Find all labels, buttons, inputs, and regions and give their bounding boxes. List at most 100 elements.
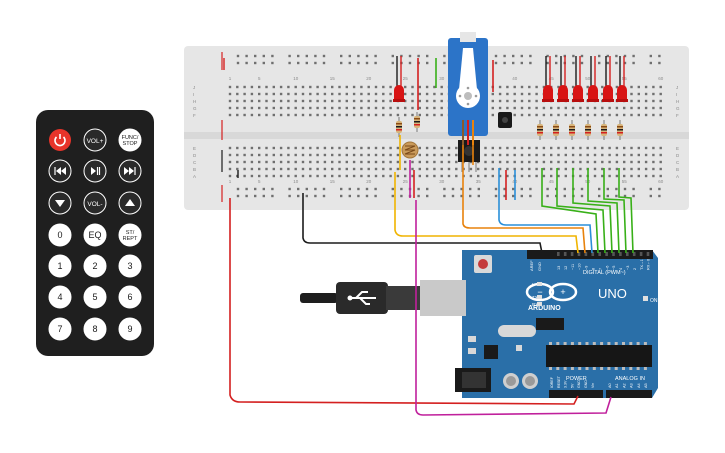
- breadboard-hole[interactable]: [542, 106, 546, 110]
- breadboard-hole[interactable]: [608, 146, 611, 150]
- breadboard-hole[interactable]: [652, 99, 655, 103]
- breadboard-hole[interactable]: [615, 92, 619, 96]
- wire-green-6[interactable]: [618, 168, 634, 254]
- rail-hole[interactable]: [563, 194, 566, 198]
- breadboard-hole[interactable]: [316, 85, 319, 89]
- breadboard-hole[interactable]: [630, 113, 633, 117]
- breadboard-hole[interactable]: [243, 85, 246, 89]
- breadboard-hole[interactable]: [272, 85, 275, 89]
- rail-hole[interactable]: [606, 61, 609, 65]
- rail-hole[interactable]: [623, 187, 627, 191]
- breadboard-hole[interactable]: [411, 99, 414, 103]
- breadboard-hole[interactable]: [520, 106, 524, 110]
- breadboard-hole[interactable]: [404, 92, 407, 96]
- wire-magenta-a0[interactable]: [415, 200, 612, 416]
- breadboard-hole[interactable]: [564, 160, 567, 164]
- rail-hole[interactable]: [572, 54, 575, 58]
- breadboard-hole[interactable]: [243, 92, 246, 96]
- resistor[interactable]: [537, 120, 543, 140]
- breadboard-hole[interactable]: [447, 146, 451, 150]
- breadboard-hole[interactable]: [323, 146, 327, 150]
- breadboard-hole[interactable]: [411, 85, 414, 89]
- wire-red-5v[interactable]: [229, 198, 579, 405]
- arduino-uno-board[interactable]: − + ARDUINO UNO ON TX RX L DIGITAL (PWM~…: [300, 250, 658, 398]
- remote-power-button[interactable]: [49, 129, 71, 151]
- breadboard-hole[interactable]: [528, 160, 531, 164]
- breadboard-hole[interactable]: [542, 167, 546, 171]
- breadboard-hole[interactable]: [243, 106, 246, 110]
- breadboard-hole[interactable]: [236, 113, 239, 117]
- rail-hole[interactable]: [322, 61, 326, 65]
- breadboard-hole[interactable]: [316, 167, 319, 171]
- breadboard-hole[interactable]: [396, 167, 400, 171]
- breadboard-hole[interactable]: [279, 113, 283, 117]
- breadboard-hole[interactable]: [389, 174, 392, 178]
- breadboard-hole[interactable]: [287, 106, 290, 110]
- breadboard-hole[interactable]: [447, 167, 451, 171]
- rail-hole[interactable]: [391, 61, 394, 65]
- rail-hole[interactable]: [340, 54, 343, 58]
- rail-hole[interactable]: [365, 54, 369, 58]
- breadboard-hole[interactable]: [236, 85, 239, 89]
- breadboard-hole[interactable]: [228, 153, 232, 157]
- breadboard-hole[interactable]: [433, 85, 436, 89]
- breadboard-hole[interactable]: [659, 113, 662, 117]
- rail-hole[interactable]: [520, 54, 523, 58]
- breadboard-hole[interactable]: [236, 153, 239, 157]
- breadboard-hole[interactable]: [659, 146, 662, 150]
- breadboard-hole[interactable]: [550, 167, 553, 171]
- rail-hole[interactable]: [236, 187, 240, 191]
- rail-hole[interactable]: [658, 54, 661, 58]
- rail-hole[interactable]: [305, 187, 308, 191]
- breadboard-hole[interactable]: [425, 99, 429, 103]
- breadboard-hole[interactable]: [411, 92, 414, 96]
- breadboard-hole[interactable]: [652, 85, 655, 89]
- breadboard-hole[interactable]: [404, 174, 407, 178]
- rail-hole[interactable]: [606, 54, 609, 58]
- breadboard-hole[interactable]: [287, 85, 290, 89]
- breadboard-hole[interactable]: [250, 146, 254, 150]
- remote-num-3-button[interactable]: 3: [118, 254, 142, 278]
- breadboard-hole[interactable]: [396, 146, 400, 150]
- breadboard-hole[interactable]: [579, 167, 582, 171]
- breadboard-hole[interactable]: [228, 174, 232, 178]
- breadboard-hole[interactable]: [623, 106, 626, 110]
- breadboard-hole[interactable]: [593, 153, 597, 157]
- breadboard-hole[interactable]: [360, 146, 363, 150]
- breadboard-hole[interactable]: [331, 167, 334, 171]
- breadboard-hole[interactable]: [272, 146, 275, 150]
- breadboard-hole[interactable]: [520, 99, 524, 103]
- digital-pin[interactable]: [626, 252, 629, 256]
- breadboard-hole[interactable]: [586, 153, 589, 157]
- breadboard-hole[interactable]: [637, 167, 640, 171]
- breadboard-hole[interactable]: [542, 174, 546, 178]
- breadboard-hole[interactable]: [644, 153, 648, 157]
- breadboard-hole[interactable]: [659, 160, 662, 164]
- rail-hole[interactable]: [546, 61, 549, 65]
- remote-down-button[interactable]: [48, 191, 72, 215]
- breadboard-hole[interactable]: [528, 106, 531, 110]
- breadboard-hole[interactable]: [637, 174, 640, 178]
- breadboard-hole[interactable]: [579, 113, 582, 117]
- breadboard-hole[interactable]: [258, 174, 261, 178]
- breadboard-hole[interactable]: [608, 106, 611, 110]
- breadboard-hole[interactable]: [418, 92, 421, 96]
- rail-hole[interactable]: [297, 54, 300, 58]
- breadboard-hole[interactable]: [316, 146, 319, 150]
- breadboard-hole[interactable]: [389, 99, 392, 103]
- rail-hole[interactable]: [288, 187, 291, 191]
- breadboard-hole[interactable]: [550, 106, 553, 110]
- breadboard-hole[interactable]: [389, 167, 392, 171]
- rail-hole[interactable]: [623, 61, 627, 65]
- breadboard-hole[interactable]: [272, 99, 275, 103]
- breadboard-hole[interactable]: [360, 167, 363, 171]
- red-led[interactable]: [542, 56, 554, 102]
- breadboard-hole[interactable]: [382, 85, 385, 89]
- breadboard-hole[interactable]: [279, 92, 283, 96]
- rail-hole[interactable]: [451, 194, 455, 198]
- breadboard-hole[interactable]: [425, 174, 429, 178]
- breadboard-hole[interactable]: [498, 85, 502, 89]
- breadboard-hole[interactable]: [623, 146, 626, 150]
- remote-num-6-button[interactable]: 6: [118, 285, 142, 309]
